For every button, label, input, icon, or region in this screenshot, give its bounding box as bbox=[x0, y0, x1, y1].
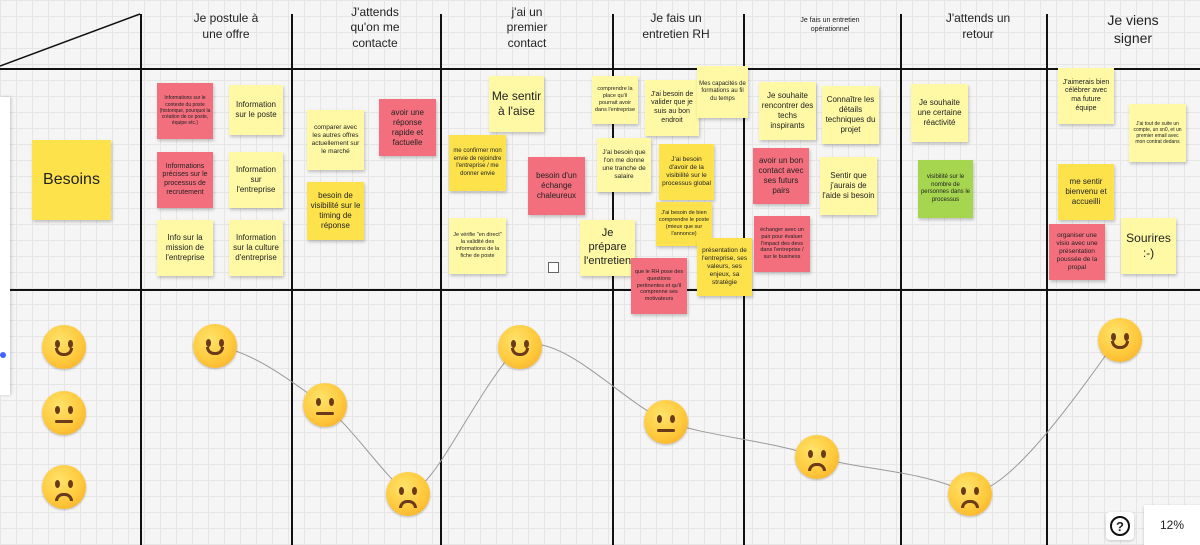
sad-face-icon bbox=[948, 472, 992, 516]
sticky-note[interactable]: J'aimerais bien célébrer avec ma future … bbox=[1058, 68, 1114, 124]
sticky-note[interactable]: Sentir que j'aurais de l'aide si besoin bbox=[820, 157, 877, 215]
happy-face-icon bbox=[498, 325, 542, 369]
side-panel[interactable] bbox=[0, 97, 10, 395]
happy-face-icon bbox=[42, 325, 86, 369]
sticky-note[interactable]: me sentir bienvenu et accueilli bbox=[1058, 164, 1114, 220]
zoom-level[interactable]: 12% bbox=[1144, 505, 1200, 545]
sticky-note[interactable]: avoir un bon contact avec ses futurs pai… bbox=[753, 148, 809, 204]
sad-face-icon bbox=[795, 435, 839, 479]
sticky-note[interactable]: comprendre la place qu'il pourrait avoir… bbox=[592, 76, 638, 124]
sticky-note[interactable]: besoin de visibilité sur le timing de ré… bbox=[307, 182, 364, 240]
column-divider bbox=[900, 14, 902, 545]
sad-face-icon bbox=[42, 465, 86, 509]
sticky-note[interactable]: Information sur l'entreprise bbox=[229, 152, 283, 208]
sticky-note[interactable]: Mes capacités de formations au fil du te… bbox=[697, 66, 748, 118]
neutral-face-icon bbox=[303, 383, 347, 427]
sticky-note[interactable]: Information sur la culture d'entreprise bbox=[229, 220, 283, 276]
sticky-note[interactable]: J'ai besoin d'avoir de la visibilité sur… bbox=[659, 144, 714, 200]
row-label-besoins[interactable]: Besoins bbox=[32, 140, 111, 220]
sticky-note[interactable]: Je prépare l'entretien bbox=[580, 220, 635, 276]
sticky-note[interactable]: J'ai besoin que l'on me donne une tranch… bbox=[597, 138, 651, 192]
sticky-note[interactable]: présentation de l'entreprise, ses valeur… bbox=[697, 238, 752, 296]
sticky-note[interactable]: que le RH pose des questions pertinentes… bbox=[631, 258, 687, 314]
sticky-note[interactable]: organiser une visio avec une présentatio… bbox=[1049, 224, 1105, 280]
stage-header: J'attends qu'on me contacte bbox=[350, 4, 400, 50]
row-divider bbox=[0, 289, 1200, 291]
sticky-note[interactable]: Je vérifie "en direct" la validité des i… bbox=[449, 218, 506, 274]
neutral-face-icon bbox=[42, 391, 86, 435]
cursor-dot bbox=[0, 352, 6, 358]
stage-header: Je fais un entretien RH bbox=[642, 11, 710, 41]
sticky-note[interactable]: Informations sur le contexte du poste (h… bbox=[157, 83, 213, 139]
sticky-note[interactable]: Sourires :-) bbox=[1121, 218, 1176, 274]
sticky-note[interactable]: J'ai besoin de valider que je suis au bo… bbox=[645, 80, 699, 136]
sticky-note[interactable]: me confirmer mon envie de rejoindre l'en… bbox=[449, 135, 506, 191]
column-divider bbox=[291, 14, 293, 545]
sticky-note[interactable]: Info sur la mission de l'entreprise bbox=[157, 220, 213, 276]
checkbox[interactable] bbox=[548, 262, 559, 273]
stage-header: Je viens signer bbox=[1107, 11, 1159, 46]
column-divider bbox=[612, 14, 614, 545]
sticky-note[interactable]: Information sur le poste bbox=[229, 85, 283, 135]
happy-face-icon bbox=[1098, 318, 1142, 362]
sticky-note[interactable]: Me sentir à l'aise bbox=[489, 76, 544, 132]
stage-header: Je postule à une offre bbox=[193, 11, 259, 41]
sticky-note[interactable]: Je souhaite rencontrer des techs inspira… bbox=[759, 82, 816, 140]
help-button[interactable]: ? bbox=[1106, 512, 1134, 540]
sticky-note[interactable]: Informations précises sur le processus d… bbox=[157, 152, 213, 208]
sticky-note[interactable]: J'ai tout de suite un compte, un sn0, et… bbox=[1129, 104, 1186, 162]
sad-face-icon bbox=[386, 472, 430, 516]
stage-header: J'attends un retour bbox=[945, 11, 1011, 41]
sticky-note[interactable]: Je souhaite une certaine réactivité bbox=[911, 84, 968, 142]
sticky-note[interactable]: avoir une réponse rapide et factuelle bbox=[379, 99, 436, 156]
stage-header: Je fais un entretien opérationnel bbox=[800, 16, 860, 33]
help-icon: ? bbox=[1110, 516, 1130, 536]
happy-face-icon bbox=[193, 324, 237, 368]
neutral-face-icon bbox=[644, 400, 688, 444]
column-divider bbox=[140, 14, 142, 545]
sticky-note[interactable]: visibilité sur le nombre de personnes da… bbox=[918, 160, 973, 218]
sticky-note[interactable]: échanger avec un pair pour évaluer l'imp… bbox=[754, 216, 810, 272]
sticky-note[interactable]: comparer avec les autres offres actuelle… bbox=[307, 110, 364, 170]
row-divider bbox=[0, 68, 1200, 70]
column-divider bbox=[1046, 14, 1048, 545]
stage-header: j'ai un premier contact bbox=[506, 4, 548, 50]
sticky-note[interactable]: Connaître les détails techniques du proj… bbox=[822, 86, 879, 144]
sticky-note[interactable]: besoin d'un échange chaleureux bbox=[528, 157, 585, 215]
column-divider bbox=[440, 14, 442, 545]
